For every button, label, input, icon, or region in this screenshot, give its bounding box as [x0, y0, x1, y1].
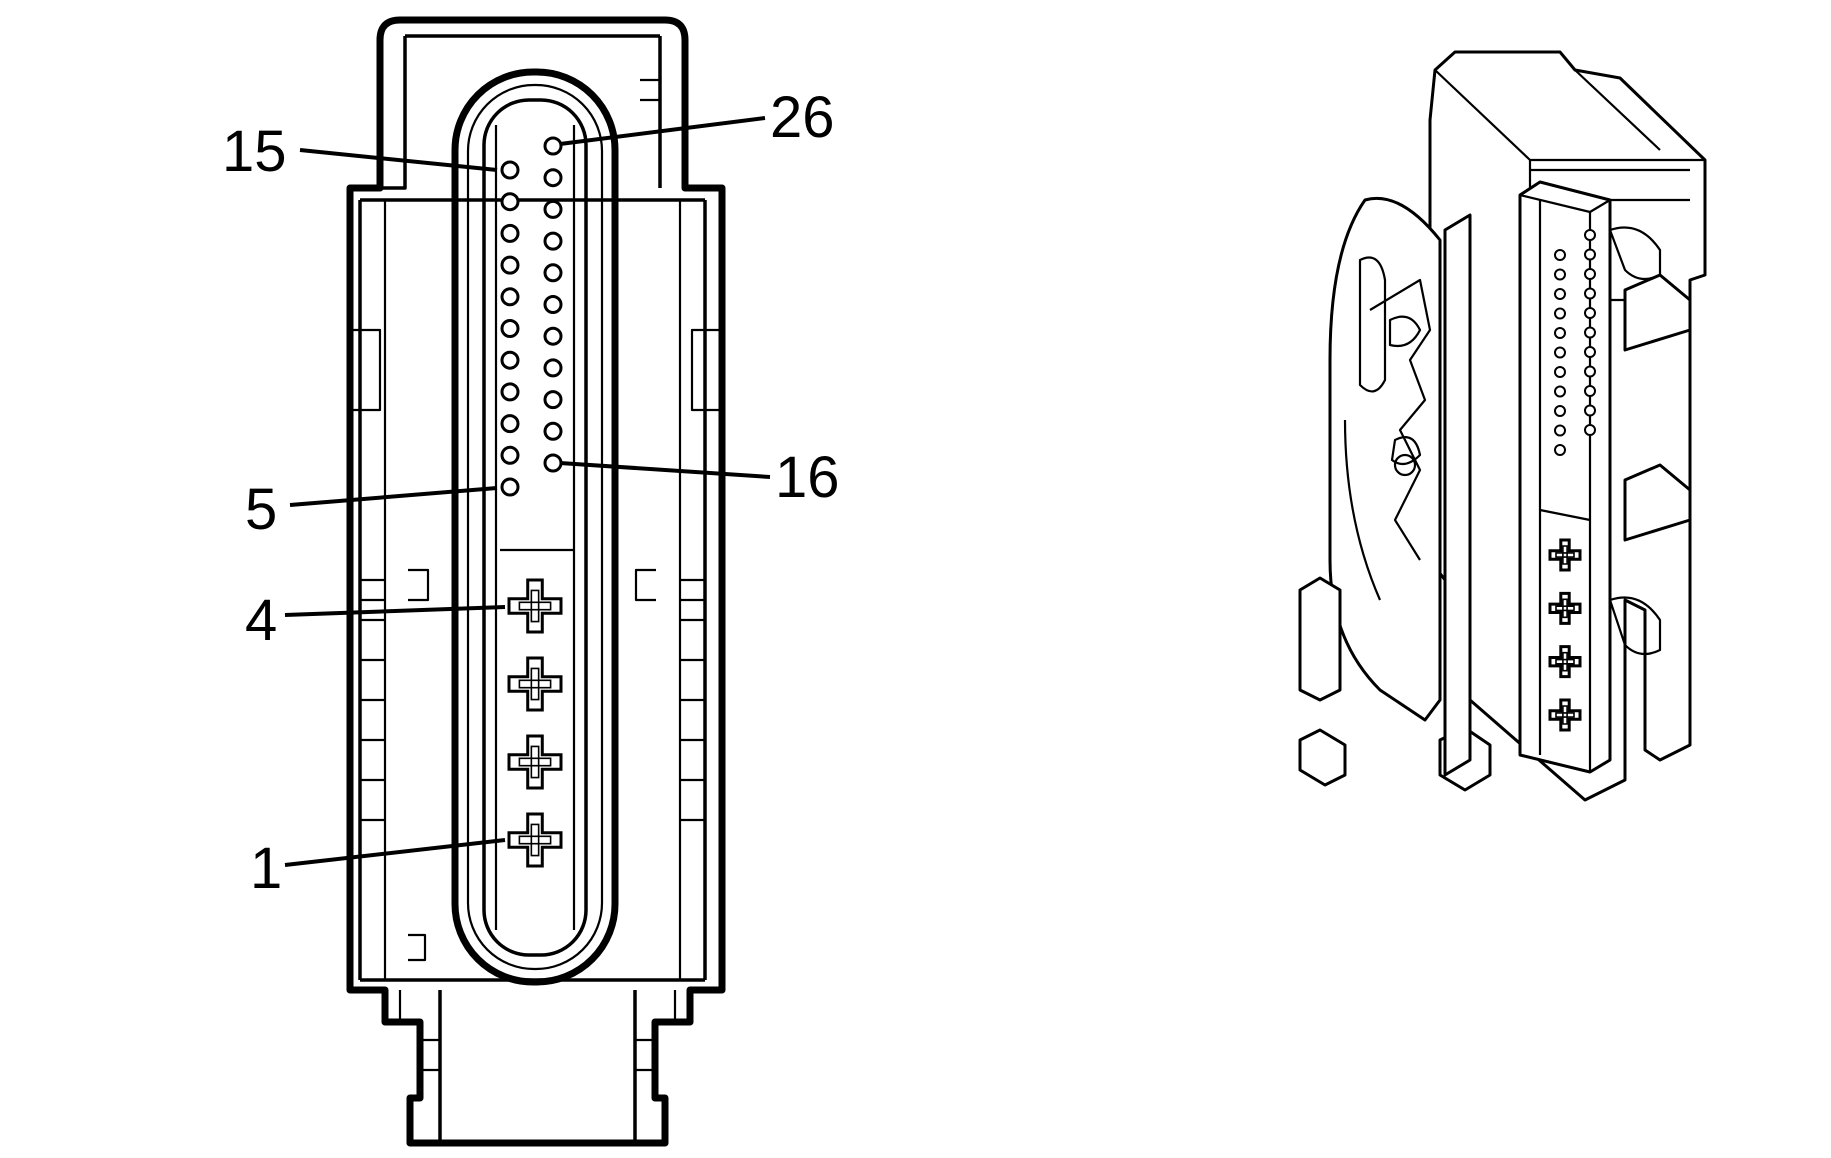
- pin-cavity-right-9: [543, 390, 563, 410]
- pin-cavity-right-10: [543, 421, 563, 441]
- connector-isometric-view: [1298, 50, 1707, 802]
- isometric-pin-array: [1554, 229, 1596, 456]
- pin-label-26: 26: [770, 85, 835, 150]
- pin-cavity-right-6: [543, 295, 563, 314]
- iso-pin-right-10: [1584, 404, 1596, 417]
- pin-cavity-right-3: [543, 199, 563, 219]
- pin-cavity-left-3: [500, 223, 520, 243]
- pin-cavity-left-2: [500, 192, 520, 212]
- iso-pin-left-2: [1554, 268, 1566, 281]
- pin-cavity-right-7: [543, 326, 563, 346]
- large-terminal-array: [507, 578, 563, 868]
- isometric-terminal-array: [1548, 538, 1582, 732]
- iso-pin-right-7: [1584, 346, 1596, 358]
- iso-terminal-3: [1548, 645, 1582, 679]
- terminal-cavity-4: [507, 812, 563, 868]
- pin-label-4: 4: [245, 588, 277, 653]
- pin-cavity-left-10: [500, 445, 520, 465]
- terminal-cavity-2: [507, 656, 563, 712]
- pin-cavity-left-8: [500, 382, 520, 402]
- iso-terminal-4: [1548, 698, 1582, 732]
- pin-cavity-right-2: [543, 168, 563, 188]
- iso-pin-left-10: [1554, 424, 1566, 437]
- pin-cavity-left-4: [500, 255, 520, 275]
- pin-cavity-left-7: [500, 350, 520, 370]
- pin-cavity-left-9: [500, 414, 520, 434]
- connector-face-view: 15 26 5 16 4 1: [222, 16, 840, 1147]
- iso-terminal-1: [1548, 538, 1582, 572]
- pin-cavity-right-1: [543, 136, 563, 156]
- pin-label-1: 1: [250, 836, 282, 901]
- bottom-latch: [398, 990, 677, 1143]
- pin-cavity-left-11: [500, 477, 520, 497]
- pin-label-16: 16: [775, 445, 840, 510]
- pin-cavity-left-5: [500, 287, 520, 307]
- leader-line-16: [559, 461, 771, 479]
- pin-cavity-left-1: [500, 160, 520, 180]
- iso-pin-left-4: [1554, 307, 1566, 320]
- leader-line-15: [299, 148, 498, 172]
- pin-cavity-right-4: [543, 231, 563, 251]
- iso-pin-left-11: [1554, 444, 1566, 456]
- iso-pin-right-1: [1584, 229, 1596, 241]
- iso-pin-right-5: [1584, 307, 1596, 319]
- iso-pin-right-2: [1584, 248, 1596, 261]
- housing-side-ribs: [350, 78, 722, 962]
- iso-pin-left-5: [1554, 327, 1566, 339]
- iso-pin-right-3: [1584, 268, 1596, 280]
- leader-line-5: [289, 486, 498, 507]
- pin-cavity: [451, 68, 619, 986]
- small-pin-array: [500, 136, 563, 497]
- iso-pin-left-1: [1554, 249, 1566, 261]
- iso-pin-right-8: [1584, 365, 1596, 378]
- terminal-cavity-1: [507, 578, 563, 634]
- iso-pin-right-4: [1584, 287, 1596, 300]
- iso-pin-left-6: [1554, 346, 1566, 359]
- iso-pin-left-9: [1554, 405, 1566, 417]
- leader-line-26: [559, 116, 766, 146]
- iso-terminal-2: [1548, 591, 1582, 625]
- pin-cavity-right-8: [543, 358, 563, 378]
- iso-pin-left-7: [1554, 366, 1566, 378]
- pin-label-5: 5: [245, 477, 277, 542]
- pin-cavity-right-11: [543, 453, 563, 473]
- pin-cavity-right-5: [543, 263, 563, 283]
- pin-label-15: 15: [222, 119, 287, 184]
- terminal-cavity-3: [507, 734, 563, 790]
- iso-pin-left-8: [1554, 385, 1566, 398]
- iso-pin-right-6: [1584, 326, 1596, 339]
- leader-line-4: [284, 605, 506, 617]
- iso-pin-left-3: [1554, 288, 1566, 300]
- pin-cavity-left-6: [500, 319, 520, 338]
- iso-pin-right-9: [1584, 385, 1596, 397]
- iso-pin-right-11: [1584, 424, 1596, 436]
- leader-line-1: [284, 838, 506, 867]
